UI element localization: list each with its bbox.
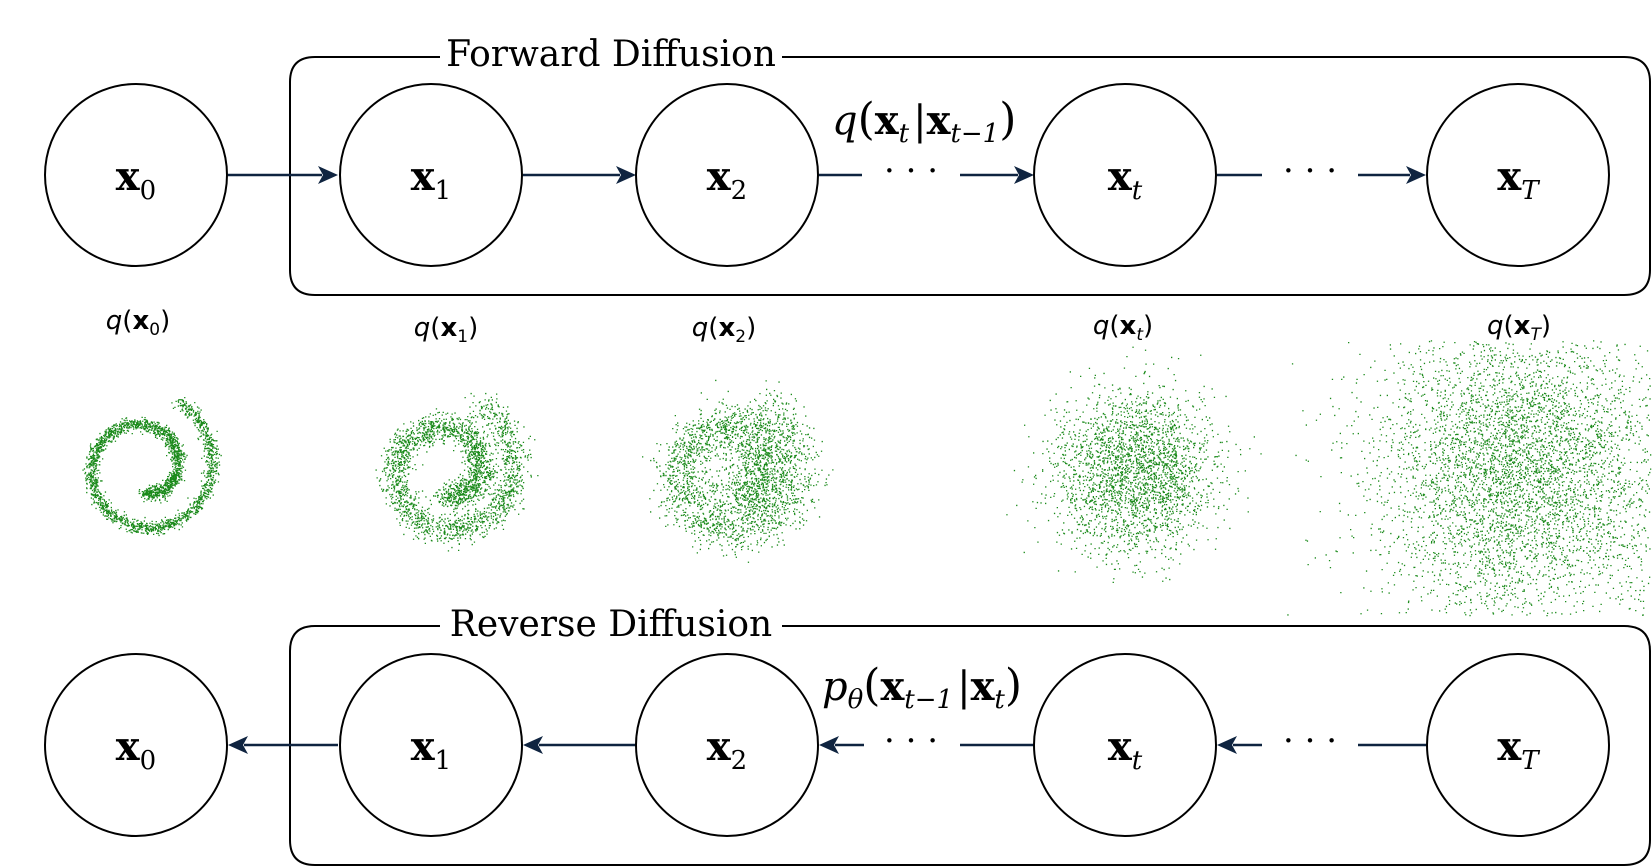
scatter-3: [1006, 346, 1262, 583]
node-x1: x1: [339, 653, 523, 837]
arrowhead: [1406, 166, 1426, 184]
transition-sub-b: t−1: [950, 119, 999, 149]
reverse-nodes: x0 x1 x2 xt xT: [44, 653, 1610, 837]
dist-label-0: q(x0): [106, 306, 170, 340]
scatter-points: [642, 379, 834, 563]
node-xT: xT: [1426, 83, 1610, 267]
dist-label-2: q(x2): [692, 313, 756, 347]
distribution-scatters: [82, 340, 1652, 617]
forward-title: Forward Diffusion: [446, 34, 776, 75]
arrowhead: [523, 736, 543, 754]
distribution-labels: q(x0) q(x1) q(x2) q(xt) q(xT): [106, 306, 1551, 347]
dist-label-1: q(x1): [414, 313, 478, 347]
scatter-points: [82, 397, 222, 537]
transition-var-a: x: [875, 97, 900, 144]
transition-sep: |: [957, 664, 970, 710]
transition-sub-b: t: [994, 685, 1005, 715]
forward-panel-border: [289, 56, 1651, 296]
node-x2: x2: [635, 83, 819, 267]
transition-var-a: x: [880, 663, 905, 710]
forward-ellipsis-2: · · ·: [1283, 151, 1337, 191]
svg-text:x2: x2: [707, 723, 747, 776]
svg-text:x2: x2: [707, 153, 747, 206]
reverse-panel: Reverse Diffusion: [289, 604, 1651, 866]
svg-text:xT: xT: [1497, 153, 1540, 206]
node-x1: x1: [339, 83, 523, 267]
arrowhead: [819, 736, 839, 754]
node-x0: x0: [44, 83, 228, 267]
arrowhead: [1217, 736, 1237, 754]
arrowhead: [1014, 166, 1034, 184]
node-xt: xt: [1033, 83, 1217, 267]
forward-ellipsis-1: · · ·: [884, 151, 938, 191]
arrowhead: [228, 736, 248, 754]
svg-text:x1: x1: [411, 723, 451, 776]
forward-panel: Forward Diffusion: [289, 34, 1651, 296]
forward-transition-label: q(xt|xt−1): [832, 94, 1016, 149]
reverse-title: Reverse Diffusion: [450, 604, 772, 645]
scatter-points: [375, 392, 539, 552]
dist-label-T: q(xT): [1487, 311, 1551, 345]
node-x2: x2: [635, 653, 819, 837]
scatter-4: [1287, 340, 1652, 617]
node-x0: x0: [44, 653, 228, 837]
transition-var-b: x: [927, 97, 952, 144]
transition-sep: |: [913, 98, 926, 144]
svg-text:x0: x0: [116, 153, 156, 206]
svg-text:xt: xt: [1108, 723, 1143, 776]
forward-nodes: x0 x1 x2 xt xT: [44, 83, 1610, 267]
scatter-2: [642, 379, 834, 563]
transition-sub-a: t: [899, 119, 910, 149]
scatter-points: [1006, 346, 1262, 583]
scatter-1: [375, 392, 539, 552]
svg-text:x0: x0: [116, 723, 156, 776]
reverse-ellipsis-1: · · ·: [884, 721, 938, 761]
node-xT: xT: [1426, 653, 1610, 837]
reverse-transition-label: pθ(xt−1|xt): [822, 660, 1022, 715]
reverse-panel-border: [289, 625, 1651, 866]
reverse-edges: [228, 736, 1426, 754]
svg-text:x1: x1: [411, 153, 451, 206]
transition-var-b: x: [971, 663, 996, 710]
dist-label-t: q(xt): [1093, 311, 1153, 345]
node-xt: xt: [1033, 653, 1217, 837]
transition-fn: q: [832, 98, 858, 144]
svg-text:xt: xt: [1108, 153, 1143, 206]
arrowhead: [318, 166, 338, 184]
forward-edges: [228, 166, 1426, 184]
transition-fn: p: [822, 664, 848, 710]
arrowhead: [616, 166, 636, 184]
transition-sub-a: t−1: [904, 685, 953, 715]
scatter-points: [1287, 340, 1652, 617]
svg-text:xT: xT: [1497, 723, 1540, 776]
reverse-ellipsis-2: · · ·: [1283, 721, 1337, 761]
transition-fn-sub: θ: [848, 685, 864, 715]
scatter-0: [82, 397, 222, 537]
